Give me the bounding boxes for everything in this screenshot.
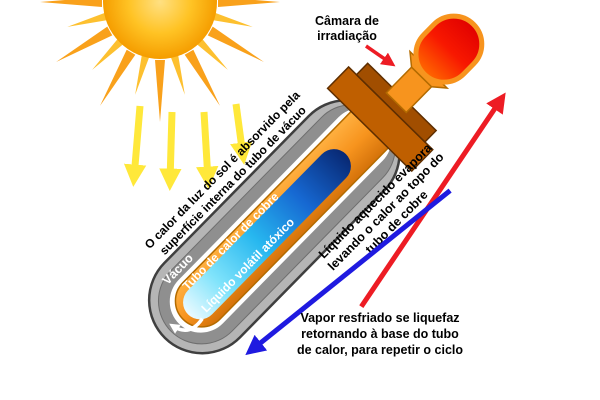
irradiation-chamber: [413, 13, 485, 85]
sunlight-arrow: [230, 103, 253, 165]
hot-vapor-arrow: [359, 92, 506, 308]
sun-disk: [103, 0, 217, 59]
condensation-label-line1: Vapor resfriado se liquefaz: [300, 311, 459, 325]
chamber-pointer-arrow: [365, 44, 396, 67]
sunlight-arrow: [196, 111, 219, 189]
volatile-liquid: [183, 149, 351, 320]
sunlight-arrows: [123, 103, 253, 191]
irradiation-chamber-label-line1: Câmara de: [315, 14, 379, 28]
sunlight-arrow: [123, 105, 147, 187]
sun-icon: [40, 0, 280, 122]
sunlight-arrow: [159, 111, 182, 191]
condensation-label-line2: retornando à base do tubo: [301, 327, 459, 341]
condensation-label-line3: de calor, para repetir o ciclo: [297, 343, 463, 357]
irradiation-chamber-label-line2: irradiação: [317, 29, 377, 43]
circulation-arrow: [169, 317, 204, 334]
cooled-liquid-return-arrow: [245, 188, 452, 356]
